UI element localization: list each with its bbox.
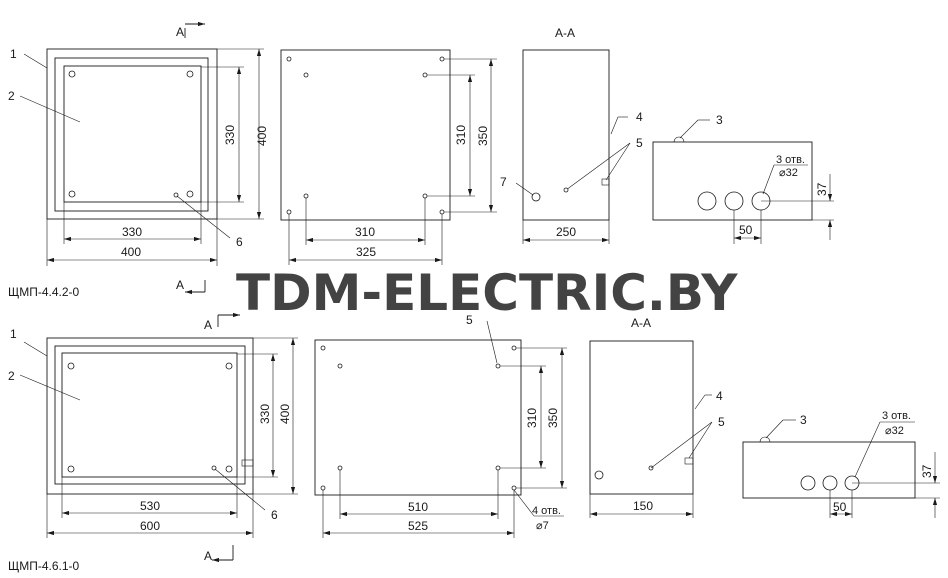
dim-gland-height: 37 <box>920 464 934 478</box>
callout-5: 5 <box>718 415 725 429</box>
door-frame <box>54 57 209 212</box>
callout-4: 4 <box>636 110 643 124</box>
holes-3-count: 3 отв. <box>776 154 805 166</box>
callout-7: 7 <box>500 175 507 189</box>
section-view-title: А-А <box>555 26 575 40</box>
dim-plate-width: 525 <box>408 519 428 533</box>
callout-6: 6 <box>236 235 243 249</box>
dim-inner-height: 330 <box>223 125 237 145</box>
dim-outer-width: 600 <box>140 519 160 533</box>
model-label-top: ЩМП-4.4.2-0 <box>8 285 80 299</box>
callout-5: 5 <box>466 313 473 327</box>
callout-3: 3 <box>800 413 807 427</box>
callout-2: 2 <box>8 89 15 103</box>
callout-2: 2 <box>8 369 15 383</box>
dim-plate-height: 350 <box>546 408 560 428</box>
callout-5: 5 <box>636 136 643 150</box>
watermark-logo: TDM-ELECTRIC.BY <box>236 264 738 322</box>
callout-3: 3 <box>716 113 723 127</box>
dim-inner-width: 330 <box>122 225 142 239</box>
section-view-bottom: А-А 4 5 150 <box>589 316 725 518</box>
dim-mount-height: 310 <box>525 408 539 428</box>
dim-depth: 150 <box>633 499 653 513</box>
dim-inner-height: 330 <box>258 404 272 424</box>
mounting-plate-bottom: 5 310 350 510 525 4 отв. ⌀7 <box>314 313 567 538</box>
dim-outer-width: 400 <box>121 245 141 259</box>
holes-3-diameter: ⌀32 <box>779 167 798 179</box>
section-mark-bottom-a: А <box>204 312 240 332</box>
dim-gland-pitch: 50 <box>833 500 847 514</box>
dim-plate-height: 350 <box>476 126 490 146</box>
dim-gland-pitch: 50 <box>739 223 753 237</box>
callout-4: 4 <box>716 389 723 403</box>
section-mark-top-a: А <box>176 21 205 39</box>
front-view-bottom: 1 2 6 530 600 330 400 <box>8 327 298 538</box>
door-panel <box>63 65 202 203</box>
front-view-top: 1 2 6 330 400 330 400 <box>8 47 269 266</box>
dim-plate-width: 325 <box>356 245 376 259</box>
holes-3-count: 3 отв. <box>882 410 911 422</box>
section-view-top: А-А 4 5 7 250 <box>500 26 643 244</box>
mounting-plate-top: 310 350 310 325 <box>280 49 497 265</box>
enclosure-outer <box>46 48 218 220</box>
dim-gland-height: 37 <box>815 182 829 196</box>
dim-outer-height: 400 <box>255 126 269 146</box>
callout-6: 6 <box>271 508 278 522</box>
dim-mount-width: 310 <box>355 225 375 239</box>
section-letter: А <box>176 278 184 292</box>
dim-mount-height: 310 <box>454 125 468 145</box>
dim-inner-width: 530 <box>140 499 160 513</box>
holes-3-diameter: ⌀32 <box>885 425 904 437</box>
section-letter: А <box>204 549 212 563</box>
holes-4-count: 4 отв. <box>532 505 561 517</box>
gland-view-bottom: 3 3 отв. ⌀32 37 50 <box>742 410 940 518</box>
holes-4-diameter: ⌀7 <box>536 520 549 532</box>
gland-view-top: 3 3 отв. ⌀32 37 50 <box>652 113 834 244</box>
callout-1: 1 <box>10 47 17 61</box>
dim-outer-height: 400 <box>278 404 292 424</box>
section-view-title: А-А <box>631 316 651 330</box>
section-letter: А <box>204 318 212 332</box>
dim-depth: 250 <box>556 225 576 239</box>
section-mark-bottom-a-lower: А <box>204 545 234 563</box>
dim-mount-width: 510 <box>408 500 428 514</box>
callout-1: 1 <box>10 327 17 341</box>
model-label-bottom: ЩМП-4.6.1-0 <box>8 559 80 573</box>
section-mark-top-a-bottom: А <box>176 278 206 295</box>
section-letter: А <box>176 25 184 39</box>
